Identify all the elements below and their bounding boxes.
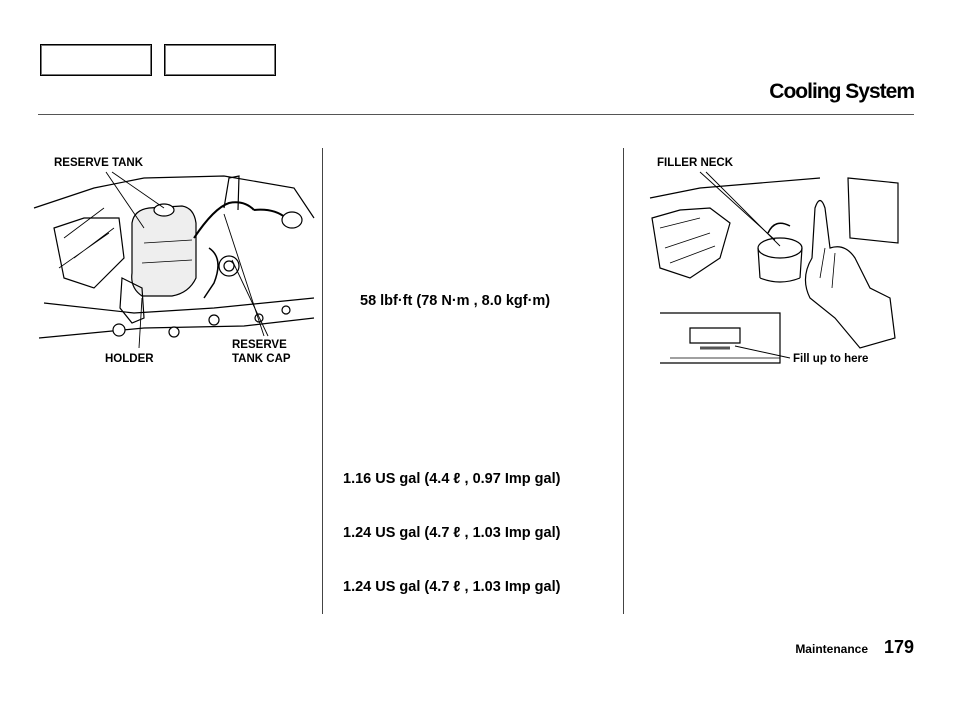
radiator-filler-drawing [649, 171, 899, 364]
page-number: 179 [883, 637, 914, 657]
column-divider-left [322, 148, 323, 614]
filler-neck-label: FILLER NECK [657, 157, 734, 169]
holder-label: HOLDER [105, 353, 154, 365]
header-rule [38, 114, 914, 115]
torque-spec: 58 lbf·ft (78 N·m , 8.0 kgf·m) [360, 293, 551, 309]
reserve-tank-label: RESERVE TANK [54, 157, 144, 169]
footer-section-name: Maintenance [795, 642, 868, 656]
capacity-spec-1: 1.16 US gal (4.4 ℓ , 0.97 Imp gal) [343, 471, 561, 487]
reserve-tank-cap-label-line2: TANK CAP [232, 353, 291, 365]
engine-bay-drawing [33, 171, 315, 349]
reserve-tank-cap-label-line1: RESERVE [232, 339, 287, 351]
filler-neck-illustration [640, 148, 908, 376]
page-title: Cooling System [769, 80, 915, 103]
reserve-tank-illustration [24, 148, 318, 376]
capacity-spec-3: 1.24 US gal (4.7 ℓ , 1.03 Imp gal) [343, 579, 561, 595]
column-divider-right [623, 148, 624, 614]
nav-button-next[interactable] [164, 44, 276, 76]
capacity-spec-2: 1.24 US gal (4.7 ℓ , 1.03 Imp gal) [343, 525, 561, 541]
fill-level-label: Fill up to here [793, 353, 869, 365]
nav-button-previous[interactable] [40, 44, 152, 76]
